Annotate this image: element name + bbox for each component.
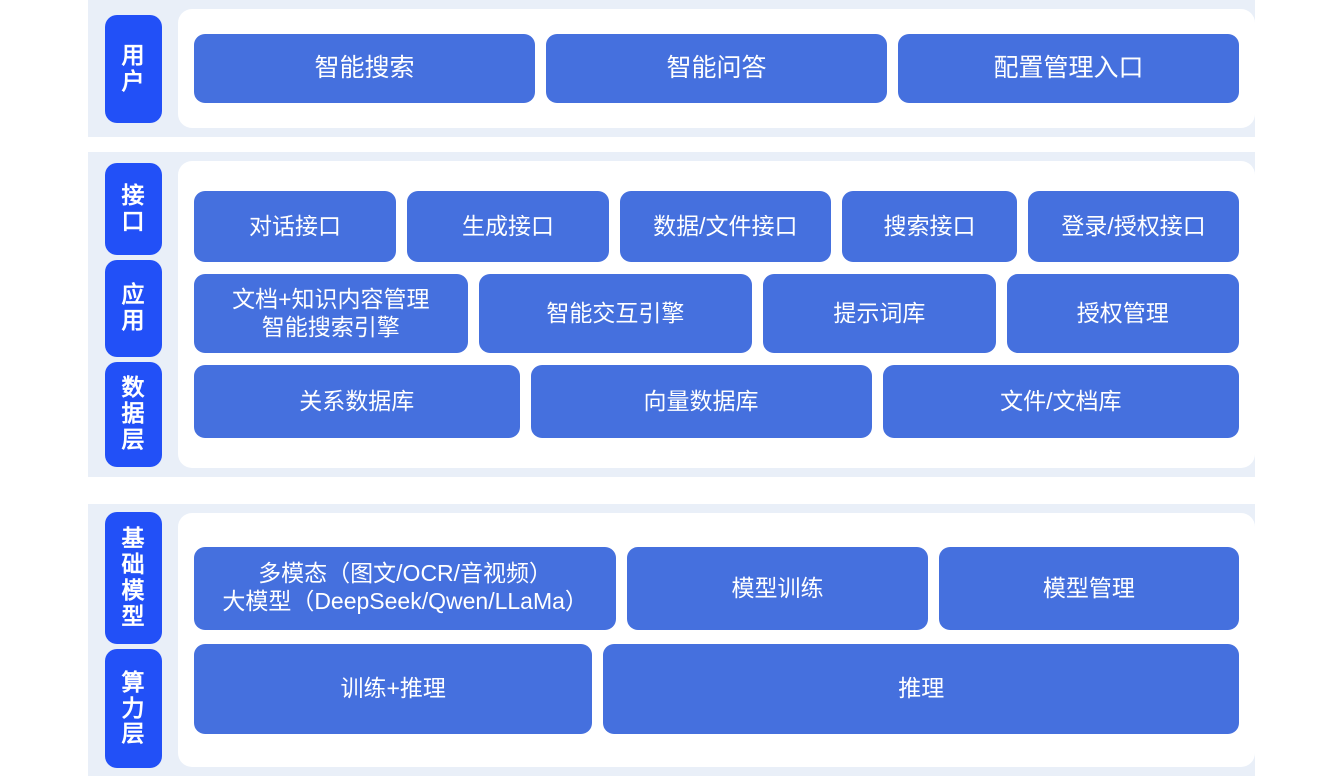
card-intelligent-qa[interactable]: 智能问答 bbox=[546, 34, 887, 103]
card-intelligent-search[interactable]: 智能搜索 bbox=[194, 34, 535, 103]
card-document-knowledge-management[interactable]: 文档+知识内容管理 智能搜索引擎 bbox=[194, 274, 468, 353]
card-data-file-api[interactable]: 数据/文件接口 bbox=[619, 191, 831, 262]
tier-tab-foundation-model[interactable]: 基 础 模 型 bbox=[104, 512, 162, 644]
card-relational-database[interactable]: 关系数据库 bbox=[194, 365, 520, 438]
tab-column-platform: 接 口 应 用 数 据 层 bbox=[88, 152, 178, 477]
section-infrastructure: 基 础 模 型 算 力 层 多模态（图文/OCR/音视频） 大模型（DeepSe… bbox=[88, 504, 1255, 776]
tier-tab-compute-char-2: 层 bbox=[121, 720, 145, 747]
tab-column-infrastructure: 基 础 模 型 算 力 层 bbox=[88, 504, 178, 776]
card-search-api[interactable]: 搜索接口 bbox=[841, 191, 1018, 262]
tier-tab-data-char-1: 据 bbox=[121, 400, 145, 427]
row-api: 对话接口 生成接口 数据/文件接口 搜索接口 登录/授权接口 bbox=[194, 191, 1239, 262]
tier-tab-user-char-0: 用 bbox=[121, 41, 145, 68]
tier-tab-user[interactable]: 用 户 bbox=[104, 14, 162, 123]
tier-tab-interface-char-0: 接 bbox=[121, 181, 145, 208]
tier-tab-foundation-model-char-1: 础 bbox=[121, 551, 145, 578]
card-login-auth-api[interactable]: 登录/授权接口 bbox=[1028, 191, 1239, 262]
tier-tab-data[interactable]: 数 据 层 bbox=[104, 361, 162, 467]
row-user: 智能搜索 智能问答 配置管理入口 bbox=[194, 34, 1239, 103]
card-file-document-store[interactable]: 文件/文档库 bbox=[882, 365, 1239, 438]
tier-tab-application-char-0: 应 bbox=[121, 281, 145, 308]
card-prompt-library[interactable]: 提示词库 bbox=[763, 274, 996, 353]
tier-tab-application-char-1: 用 bbox=[121, 307, 145, 333]
row-data: 关系数据库 向量数据库 文件/文档库 bbox=[194, 365, 1239, 438]
card-model-management[interactable]: 模型管理 bbox=[938, 546, 1239, 630]
card-inference[interactable]: 推理 bbox=[603, 643, 1239, 734]
tier-tab-compute-char-1: 力 bbox=[121, 694, 145, 721]
tier-tab-foundation-model-char-3: 型 bbox=[121, 602, 145, 629]
tier-tab-compute[interactable]: 算 力 层 bbox=[104, 648, 162, 768]
panel-platform: 对话接口 生成接口 数据/文件接口 搜索接口 登录/授权接口 文档+知识内容管理… bbox=[178, 161, 1255, 468]
tier-tab-compute-char-0: 算 bbox=[121, 668, 145, 695]
tier-tab-data-char-0: 数 bbox=[121, 374, 145, 401]
card-authorization-management[interactable]: 授权管理 bbox=[1006, 274, 1239, 353]
card-dialog-api[interactable]: 对话接口 bbox=[194, 191, 396, 262]
tier-tab-interface-char-1: 口 bbox=[121, 207, 145, 234]
section-user: 用 户 智能搜索 智能问答 配置管理入口 bbox=[88, 0, 1255, 137]
tier-tab-user-char-1: 户 bbox=[121, 67, 145, 94]
card-intelligent-interaction-engine[interactable]: 智能交互引擎 bbox=[478, 274, 753, 353]
row-model: 多模态（图文/OCR/音视频） 大模型（DeepSeek/Qwen/LLaMa）… bbox=[194, 546, 1239, 630]
card-model-training[interactable]: 模型训练 bbox=[627, 546, 928, 630]
row-application: 文档+知识内容管理 智能搜索引擎 智能交互引擎 提示词库 授权管理 bbox=[194, 274, 1239, 353]
card-config-management-entry[interactable]: 配置管理入口 bbox=[898, 34, 1239, 103]
row-compute: 训练+推理 推理 bbox=[194, 643, 1239, 734]
panel-infrastructure: 多模态（图文/OCR/音视频） 大模型（DeepSeek/Qwen/LLaMa）… bbox=[178, 513, 1255, 767]
tab-column-user: 用 户 bbox=[88, 0, 178, 137]
tier-tab-interface[interactable]: 接 口 bbox=[104, 162, 162, 255]
tier-tab-application[interactable]: 应 用 bbox=[104, 259, 162, 357]
card-generation-api[interactable]: 生成接口 bbox=[406, 191, 609, 262]
card-vector-database[interactable]: 向量数据库 bbox=[530, 365, 872, 438]
section-platform: 接 口 应 用 数 据 层 对话接口 生成接口 bbox=[88, 152, 1255, 477]
tier-tab-foundation-model-char-0: 基 bbox=[121, 525, 145, 552]
panel-user: 智能搜索 智能问答 配置管理入口 bbox=[178, 9, 1255, 128]
card-training-plus-inference[interactable]: 训练+推理 bbox=[194, 643, 593, 734]
card-multimodal-large-model[interactable]: 多模态（图文/OCR/音视频） 大模型（DeepSeek/Qwen/LLaMa） bbox=[194, 546, 617, 630]
tier-tab-data-char-2: 层 bbox=[121, 425, 145, 452]
tier-tab-foundation-model-char-2: 模 bbox=[121, 576, 145, 603]
